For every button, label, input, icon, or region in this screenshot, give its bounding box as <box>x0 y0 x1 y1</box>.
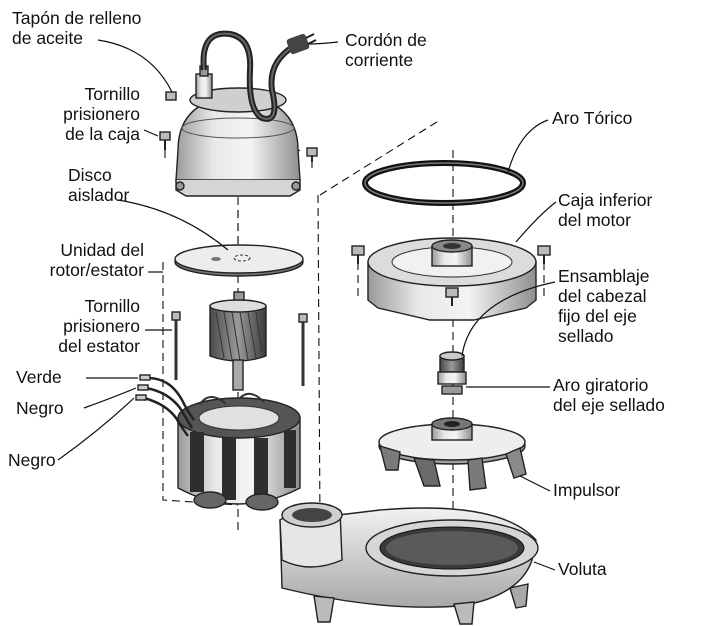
label-o-ring: Aro Tórico <box>552 108 633 128</box>
label-rotating-seal-ring: Aro giratorio del eje sellado <box>553 375 665 415</box>
leader-lines <box>57 39 557 571</box>
stator-wires <box>135 374 196 437</box>
label-rotor-stator-unit: Unidad del rotor/estator <box>49 240 144 280</box>
label-volute: Voluta <box>558 559 607 579</box>
insulating-disc <box>174 244 304 277</box>
lower-motor-housing <box>367 237 537 321</box>
label-stationary-seal-assembly: Ensamblaje del cabezal fijo del eje sell… <box>558 266 650 346</box>
label-wire-green: Verde <box>16 367 62 387</box>
label-lower-motor-housing: Caja inferior del motor <box>558 190 653 230</box>
o-ring <box>362 160 526 206</box>
label-impeller: Impulsor <box>553 480 621 500</box>
stationary-seal-head <box>437 351 467 385</box>
impeller <box>378 417 527 491</box>
label-housing-screw: Tornillo prisionero de la caja <box>63 84 140 144</box>
housing-screws <box>159 91 318 162</box>
label-oil-fill-plug: Tapón de relleno de aceite <box>12 8 142 48</box>
volute <box>279 502 539 625</box>
lower-housing-screws <box>351 245 551 306</box>
stator-screws <box>171 311 308 386</box>
label-wire-black-1: Negro <box>16 398 64 418</box>
label-insulating-disc: Disco aislador <box>68 165 130 205</box>
label-stator-screw: Tornillo prisionero del estator <box>58 296 140 356</box>
stator <box>177 392 301 511</box>
rotating-seal-ring <box>441 385 463 395</box>
upper-motor-housing <box>175 65 301 197</box>
rotor <box>209 291 267 391</box>
power-cord <box>200 30 317 122</box>
label-wire-black-2: Negro <box>8 450 56 470</box>
label-power-cord: Cordón de corriente <box>345 30 427 70</box>
